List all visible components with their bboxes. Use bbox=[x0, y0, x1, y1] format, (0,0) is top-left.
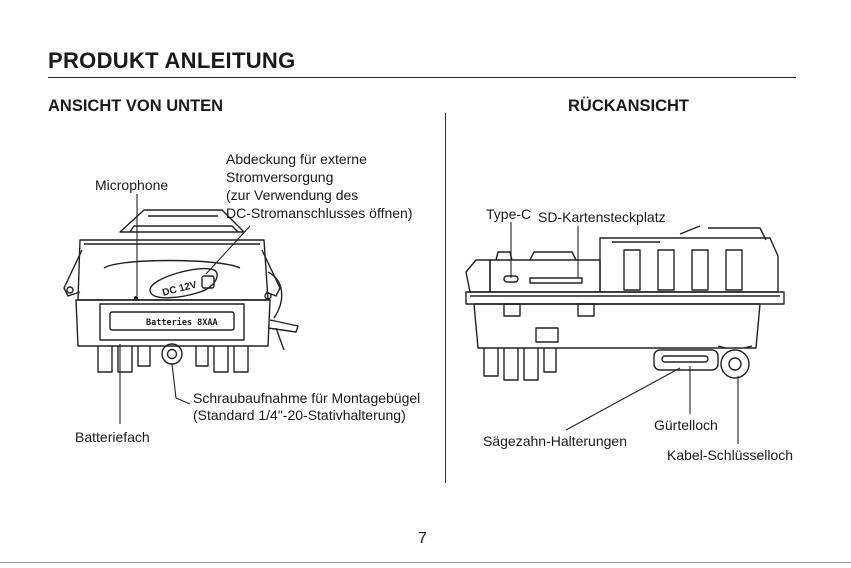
bottom-view-camera-drawing bbox=[63, 209, 299, 373]
bottom-rule bbox=[0, 562, 851, 563]
battery-compartment-label: Batteriefach bbox=[75, 429, 150, 445]
dc-cover-label-line-4: DC-Stromanschlusses öffnen) bbox=[226, 205, 413, 221]
dc-cover-label-line-1: Abdeckung für externe bbox=[226, 151, 367, 167]
column-divider bbox=[445, 113, 446, 483]
battery-label: Batteries 8XAA bbox=[146, 317, 218, 328]
sawtooth-label: Sägezahn-Halterungen bbox=[483, 433, 627, 449]
rear-view-leaders bbox=[510, 222, 739, 444]
bottom-view-leaders bbox=[119, 194, 251, 424]
microphone-label: Microphone bbox=[95, 177, 169, 193]
page-number: 7 bbox=[418, 530, 427, 547]
sd-slot-label: SD-Kartensteckplatz bbox=[538, 209, 666, 225]
rear-view-camera-drawing bbox=[465, 225, 785, 381]
dc-label: DC 12V bbox=[161, 280, 198, 299]
page-title: PRODUKT ANLEITUNG bbox=[48, 48, 296, 73]
tripod-label-line-2: (Standard 1/4"-20-Stativhalterung) bbox=[193, 407, 406, 423]
belt-hole-label: Gürtelloch bbox=[654, 417, 718, 433]
dc-cover-label-line-2: Stromversorgung bbox=[226, 169, 334, 185]
cable-lock-label: Kabel-Schlüsselloch bbox=[667, 447, 794, 463]
dc-cover-label-line-3: (zur Verwendung des bbox=[226, 187, 359, 203]
tripod-label-line-1: Schraubaufnahme für Montagebügel bbox=[193, 390, 421, 406]
bottom-view-heading: ANSICHT VON UNTEN bbox=[48, 97, 224, 115]
type-c-label: Type-C bbox=[486, 206, 532, 222]
title-rule bbox=[48, 77, 796, 78]
rear-view-heading: RÜCKANSICHT bbox=[568, 97, 689, 115]
